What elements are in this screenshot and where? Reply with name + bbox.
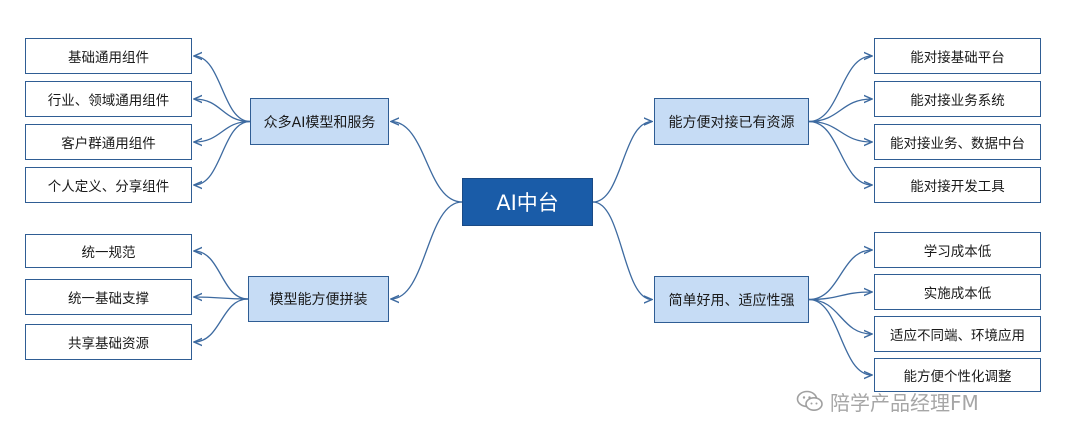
branch-assembly: 模型能方便拼装: [248, 276, 389, 322]
connector-easy-4: [808, 298, 872, 376]
leaf-connect-2: 能对接业务系统: [874, 81, 1041, 117]
connector-connect-2: [808, 99, 872, 123]
leaf-assembly-3: 共享基础资源: [25, 324, 192, 360]
leaf-models-1: 基础通用组件: [25, 38, 192, 74]
connector-assembly-2: [194, 297, 249, 299]
leaf-connect-4: 能对接开发工具: [874, 167, 1041, 203]
watermark: 陪学产品经理FM: [796, 386, 979, 416]
connector-assembly-1: [194, 251, 249, 300]
watermark-text: 陪学产品经理FM: [830, 390, 979, 415]
connector-connect-4: [808, 120, 872, 186]
leaf-models-4: 个人定义、分享组件: [25, 167, 192, 203]
wechat-icon: [796, 389, 824, 413]
connector-easy-2: [808, 292, 872, 301]
connector-center-models: [391, 122, 463, 203]
connector-connect-3: [808, 120, 872, 143]
connector-center-connect: [592, 122, 652, 203]
leaf-assembly-1: 统一规范: [25, 234, 192, 268]
connector-models-2: [194, 99, 251, 123]
leaf-models-3: 客户群通用组件: [25, 124, 192, 160]
connector-connect-1: [808, 56, 872, 123]
leaf-easy-1: 学习成本低: [874, 232, 1041, 268]
connector-assembly-3: [194, 298, 249, 342]
branch-easy: 简单好用、适应性强: [654, 276, 809, 323]
connector-models-4: [194, 120, 251, 186]
connector-easy-1: [808, 250, 872, 301]
connector-models-3: [194, 120, 251, 143]
connector-center-assembly: [391, 201, 463, 299]
connector-models-1: [194, 56, 251, 123]
leaf-connect-1: 能对接基础平台: [874, 38, 1041, 74]
branch-models: 众多AI模型和服务: [250, 98, 389, 145]
connector-easy-3: [808, 298, 872, 335]
leaf-easy-3: 适应不同端、环境应用: [874, 316, 1041, 352]
leaf-models-2: 行业、领域通用组件: [25, 81, 192, 117]
leaf-connect-3: 能对接业务、数据中台: [874, 124, 1041, 160]
connector-center-easy: [592, 201, 652, 300]
leaf-easy-2: 实施成本低: [874, 274, 1041, 310]
center-node: AI中台: [462, 178, 593, 226]
leaf-easy-4: 能方便个性化调整: [874, 358, 1041, 392]
branch-connect: 能方便对接已有资源: [654, 98, 809, 145]
leaf-assembly-2: 统一基础支撑: [25, 279, 192, 315]
